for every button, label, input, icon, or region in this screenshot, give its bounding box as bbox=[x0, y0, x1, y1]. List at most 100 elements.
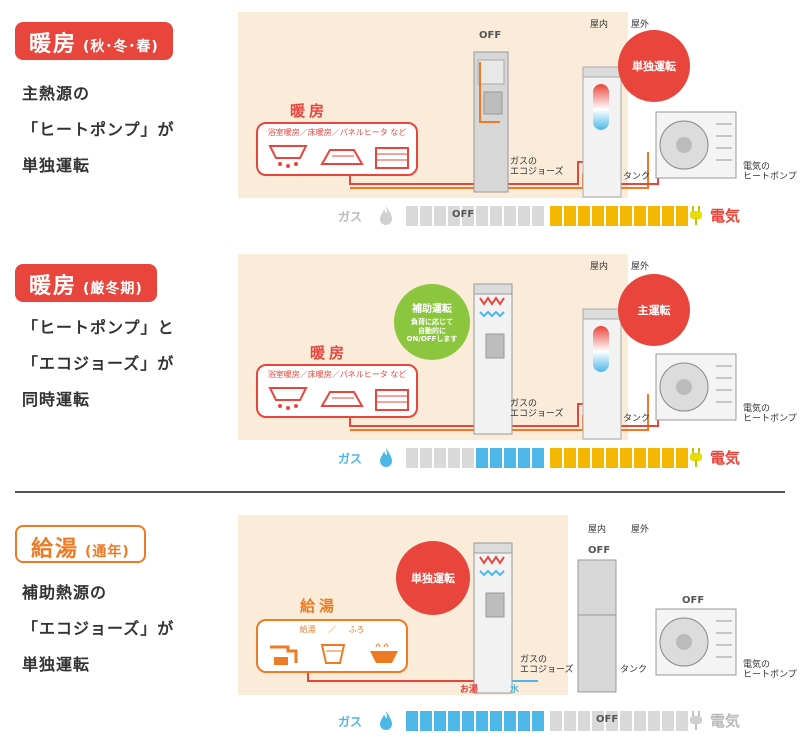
meter-gas-segment bbox=[504, 448, 516, 468]
system-diagram-panel: 屋内 屋外 ガスの エコジョーズ タンク 電気の ヒートポンプ 主運転 補助運転… bbox=[238, 254, 797, 440]
section-title: 給湯 (通年) bbox=[15, 525, 146, 563]
outdoor-label: 屋外 bbox=[631, 20, 650, 30]
meter-elec-segment bbox=[606, 711, 618, 731]
meter-elec-segment bbox=[620, 206, 632, 226]
section-divider bbox=[15, 491, 785, 493]
heating-fixtures-icon bbox=[268, 387, 409, 411]
section-title-main: 給湯 bbox=[31, 537, 80, 562]
meter-gas-segment bbox=[434, 206, 446, 226]
section-desc-line-3: 単独運転 bbox=[22, 655, 91, 674]
meter-gas-segment bbox=[490, 448, 502, 468]
gas-unit-label: ガスの エコジョーズ bbox=[510, 157, 564, 178]
section-desc-line-2: 「ヒートポンプ」が bbox=[22, 120, 175, 139]
meter-gas-segment bbox=[518, 206, 530, 226]
piping-lines bbox=[349, 51, 737, 198]
gas-unit-label: ガスの エコジョーズ bbox=[510, 399, 564, 420]
meter-gas-segment bbox=[476, 206, 488, 226]
meter-gas-segment bbox=[448, 206, 460, 226]
meter-elec-segment bbox=[592, 448, 604, 468]
section-desc-line-1: 補助熱源の bbox=[22, 583, 108, 602]
meter-gas-segment bbox=[532, 206, 544, 226]
meter-elec-segment bbox=[550, 448, 562, 468]
meter-gas-segment bbox=[434, 711, 446, 731]
heat-pump-label: 電気の ヒートポンプ bbox=[743, 660, 797, 681]
meter-gas-segment bbox=[490, 711, 502, 731]
meter-gas-segment bbox=[448, 711, 460, 731]
gas-flame-icon bbox=[380, 711, 392, 730]
section-title-main: 暖房 bbox=[29, 274, 78, 299]
meter-elec-segment bbox=[634, 711, 646, 731]
section-desc-line-3: 単独運転 bbox=[22, 156, 91, 175]
meter-gas-segment bbox=[448, 448, 460, 468]
heating-caption: 浴室暖房／床暖房／パネルヒータ など bbox=[267, 370, 407, 379]
tank-label: タンク bbox=[623, 172, 651, 182]
hot-water-fixtures-icon bbox=[270, 643, 398, 665]
meter-gas-segment bbox=[476, 711, 488, 731]
outdoor-label: 屋外 bbox=[631, 525, 650, 535]
meter-elec-segment bbox=[550, 206, 562, 226]
outdoor-label: 屋外 bbox=[631, 262, 650, 272]
piping-lines bbox=[307, 542, 737, 694]
meter-gas-segment bbox=[420, 711, 432, 731]
meter-gas-segment bbox=[518, 448, 530, 468]
heat-pump-label: 電気の ヒートポンプ bbox=[743, 404, 797, 425]
section-title-main: 暖房 bbox=[29, 32, 78, 57]
section-heating-normal: 暖房 (秋･冬･春) 主熱源の 「ヒートポンプ」が 単独運転 bbox=[0, 0, 800, 235]
meter-gas-segment bbox=[518, 711, 530, 731]
tank-status: OFF bbox=[588, 545, 611, 556]
meter-elec-segment bbox=[592, 206, 604, 226]
piping-lines bbox=[349, 283, 737, 440]
meter-elec-segment bbox=[550, 711, 562, 731]
meter-gas-segment bbox=[504, 711, 516, 731]
heat-pump-label: 電気の ヒートポンプ bbox=[743, 162, 797, 183]
energy-meter: ガス 電気 bbox=[338, 446, 798, 470]
meter-elec-segment bbox=[634, 206, 646, 226]
section-desc-line-2: 「エコジョーズ」が bbox=[22, 354, 175, 373]
meter-gas-segment bbox=[462, 711, 474, 731]
meter-elec-segment bbox=[676, 206, 688, 226]
meter-elec-segment bbox=[662, 206, 674, 226]
cold-water-label: 水 bbox=[510, 685, 520, 695]
heat-pump-mode-circle: 単独運転 bbox=[618, 30, 690, 102]
hot-water-box: 給湯 ／ ふろ bbox=[256, 619, 408, 673]
meter-elec-off: OFF bbox=[596, 714, 619, 725]
meter-elec-label: 電気 bbox=[710, 712, 741, 730]
meter-elec-segment bbox=[634, 448, 646, 468]
section-title-sub: (厳冬期) bbox=[83, 281, 143, 297]
gas-flame-icon bbox=[380, 206, 392, 225]
meter-gas-segment bbox=[406, 206, 418, 226]
meter-elec-segment bbox=[676, 448, 688, 468]
meter-gas-segment bbox=[406, 448, 418, 468]
hot-water-caption-sep: ／ bbox=[328, 625, 336, 634]
meter-elec-segment bbox=[564, 448, 576, 468]
meter-gas-off: OFF bbox=[452, 209, 475, 220]
hot-water-caption-1: 給湯 bbox=[299, 625, 316, 634]
gas-unit-label: ガスの エコジョーズ bbox=[520, 655, 574, 676]
meter-elec-segment bbox=[606, 448, 618, 468]
tank-label: タンク bbox=[620, 665, 648, 675]
section-heating-winter: 暖房 (厳冬期) 「ヒートポンプ」と 「エコジョーズ」が 同時運転 bbox=[0, 242, 800, 477]
meter-elec-segment bbox=[676, 711, 688, 731]
meter-gas-label: ガス bbox=[338, 210, 363, 224]
meter-elec-segment bbox=[592, 711, 604, 731]
electric-plug-icon bbox=[690, 448, 702, 467]
heat-pump-mode-circle: 主運転 bbox=[618, 274, 690, 346]
section-title: 暖房 (厳冬期) bbox=[15, 264, 157, 302]
meter-gas-segment bbox=[504, 206, 516, 226]
meter-gas-segment bbox=[406, 711, 418, 731]
heating-caption: 浴室暖房／床暖房／パネルヒータ など bbox=[267, 128, 407, 137]
meter-elec-segment bbox=[578, 711, 590, 731]
meter-gas-segment bbox=[476, 448, 488, 468]
meter-gas-segment bbox=[532, 448, 544, 468]
section-desc-line-1: 主熱源の bbox=[22, 84, 91, 103]
meter-gas-segment bbox=[434, 448, 446, 468]
system-diagram-panel: OFF 屋内 屋外 ガスの エコジョーズ タンク 電気の ヒートポンプ 単独運転… bbox=[238, 12, 797, 198]
section-title-sub: (通年) bbox=[85, 544, 130, 560]
energy-meter: ガス OFF 電気 bbox=[338, 204, 798, 228]
electric-plug-icon bbox=[690, 711, 702, 730]
heating-fixtures-icon bbox=[268, 145, 409, 169]
meter-gas-segment bbox=[532, 711, 544, 731]
meter-gas-segment bbox=[462, 206, 474, 226]
energy-meter: ガス OFF 電気 bbox=[338, 709, 798, 733]
meter-elec-segment bbox=[578, 206, 590, 226]
